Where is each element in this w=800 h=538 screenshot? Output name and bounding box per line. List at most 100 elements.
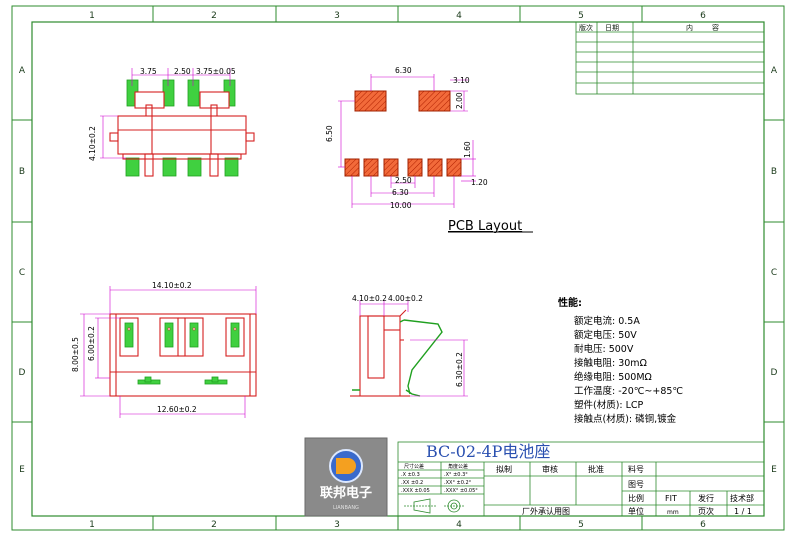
side-view: 4.10±0.2 4.00±0.2 6.30±0.2 — [350, 294, 468, 397]
spec-contact-material: 接触点(材质): 磷铜,镀金 — [574, 413, 677, 425]
tolerance-angle-1: .X° ±0.3° — [444, 472, 468, 478]
zone-col-2-bottom: 2 — [211, 520, 217, 530]
pcb-dim-small-pad-width: 1.20 — [471, 178, 488, 187]
spec-rated-voltage: 额定电压: 50V — [574, 329, 637, 341]
zone-col-6-bottom: 6 — [700, 520, 706, 530]
title-role-approver: 批准 — [588, 464, 604, 474]
top-view-dim-pitch-2: 3.75±0.05 — [196, 67, 236, 76]
pcb-layout: 6.30 3.10 2.00 6.50 1.60 2.50 1.20 6.30 … — [325, 66, 533, 234]
pcb-small-pad — [427, 158, 443, 177]
zone-col-2-top: 2 — [211, 11, 217, 21]
top-view-dim-pitch-1: 3.75 — [140, 67, 157, 76]
tolerance-dim-3: .XXX ±0.05 — [401, 488, 430, 494]
pcb-large-pad-right — [418, 90, 451, 112]
zone-labels: 1 2 3 4 5 6 1 2 3 4 5 6 A B C D E A B C … — [19, 11, 778, 530]
specifications: 性能: 额定电流: 0.5A 额定电压: 50V 耐电压: 500V 接触电阻:… — [557, 296, 683, 425]
side-view-dim-lines — [359, 300, 468, 397]
side-view-dim-body-depth: 4.10±0.2 — [352, 294, 387, 303]
zone-row-a-left: A — [19, 66, 26, 76]
front-view-contacts — [124, 322, 240, 385]
tech-dept-value: 技术部 — [730, 493, 754, 503]
pcb-dim-small-pad-height: 1.60 — [463, 141, 472, 158]
zone-col-1-top: 1 — [89, 11, 95, 21]
tolerance-angle-3: .XXX° ±0.05° — [444, 488, 478, 494]
pcb-small-pad — [446, 158, 462, 177]
zone-col-4-bottom: 4 — [456, 520, 462, 530]
revision-header-date: 日期 — [605, 24, 619, 32]
top-view-dim-lines — [100, 68, 231, 159]
pcb-dim-outer-span: 10.00 — [390, 201, 412, 210]
revision-header-version: 版次 — [579, 23, 593, 32]
pcb-small-pad — [407, 158, 423, 177]
front-view-dim-lines — [80, 286, 257, 418]
pcb-small-pad — [344, 158, 360, 177]
front-view-dim-total-height: 8.00±0.5 — [71, 337, 80, 372]
spec-withstand-voltage: 耐电压: 500V — [574, 343, 634, 355]
zone-row-e-left: E — [19, 465, 25, 475]
zone-row-e-right: E — [771, 465, 777, 475]
zone-row-b-left: B — [19, 167, 25, 177]
label-drawing-no: 图号 — [628, 480, 644, 489]
top-view-pins — [125, 79, 239, 177]
pcb-pads — [344, 90, 462, 177]
revision-table: 版次 日期 内 容 — [575, 21, 765, 95]
zone-col-1-bottom: 1 — [89, 520, 95, 530]
spec-operating-temp: 工作温度: -20℃~+85℃ — [574, 385, 683, 397]
label-scale: 比例 — [628, 493, 644, 503]
label-page: 页次 — [698, 506, 714, 516]
zone-row-c-left: C — [19, 268, 25, 278]
pcb-dim-inner-span: 6.30 — [392, 188, 409, 197]
label-issue: 发行 — [698, 493, 714, 503]
zone-col-5-top: 5 — [578, 11, 584, 21]
spec-rated-current: 额定电流: 0.5A — [574, 315, 640, 327]
side-view-body — [350, 309, 410, 397]
pcb-dim-center-gap: 2.50 — [395, 176, 412, 185]
front-view-dim-base-width: 12.60±0.2 — [157, 405, 197, 414]
pcb-dim-large-pad-pitch: 6.30 — [395, 66, 412, 75]
zone-col-6-top: 6 — [700, 11, 706, 21]
pcb-large-pad-left — [354, 90, 387, 112]
zone-row-b-right: B — [771, 167, 777, 177]
zone-col-3-top: 3 — [334, 11, 340, 21]
zone-row-a-right: A — [771, 66, 778, 76]
zone-col-3-bottom: 3 — [334, 520, 340, 530]
approval-drawing-label: 厂外承认用图 — [522, 506, 570, 516]
spec-insulation-resistance: 绝缘电阻: 500MΩ — [574, 371, 652, 383]
top-view-dim-gap: 2.50 — [174, 67, 191, 76]
zone-row-d-right: D — [771, 368, 778, 378]
zone-col-5-bottom: 5 — [578, 520, 584, 530]
logo-text: 联邦电子 — [320, 485, 372, 501]
title-role-drafter: 拟制 — [496, 464, 512, 474]
spec-contact-resistance: 接触电阻: 30mΩ — [574, 357, 647, 369]
label-unit: 单位 — [628, 506, 644, 516]
page-value: 1 / 1 — [734, 507, 752, 516]
pcb-dim-large-pad-width: 3.10 — [453, 76, 470, 85]
pcb-layout-title: PCB Layout — [448, 219, 522, 234]
front-view-dim-width: 14.10±0.2 — [152, 281, 192, 290]
label-part-no: 料号 — [628, 464, 644, 474]
scale-value: FIT — [665, 494, 677, 503]
top-view: 3.75 2.50 3.75±0.05 4.10±0.2 — [88, 67, 255, 177]
side-view-spring-contact — [352, 319, 443, 397]
zone-row-c-right: C — [771, 268, 777, 278]
title-block: BC-02-4P电池座 尺寸公差 角度公差 .X ±0.3 .X° ±0.3° … — [397, 441, 765, 517]
tolerance-dim-2: .XX ±0.2 — [401, 480, 423, 486]
top-view-dim-height: 4.10±0.2 — [88, 126, 97, 161]
specs-heading: 性能: — [557, 296, 582, 309]
front-view: 14.10±0.2 8.00±0.5 6.00±0.2 12.60±0.2 — [71, 281, 257, 418]
part-name-title: BC-02-4P电池座 — [426, 442, 550, 461]
revision-header-content-1: 内 — [686, 23, 693, 32]
title-role-reviewer: 审核 — [542, 464, 558, 474]
unit-value: mm — [667, 509, 679, 516]
spec-housing-material: 塑件(材质): LCP — [574, 399, 644, 411]
zone-row-d-left: D — [19, 368, 26, 378]
logo-subtext: LIANBANG — [333, 505, 359, 511]
pcb-small-pad — [383, 158, 399, 177]
tolerance-header-angle: 角度公差 — [448, 463, 468, 470]
projection-symbol — [404, 498, 464, 514]
pcb-dim-large-pad-height: 2.00 — [455, 92, 464, 109]
top-view-body — [109, 91, 255, 177]
side-view-dim-height: 6.30±0.2 — [455, 352, 464, 387]
zone-col-4-top: 4 — [456, 11, 462, 21]
